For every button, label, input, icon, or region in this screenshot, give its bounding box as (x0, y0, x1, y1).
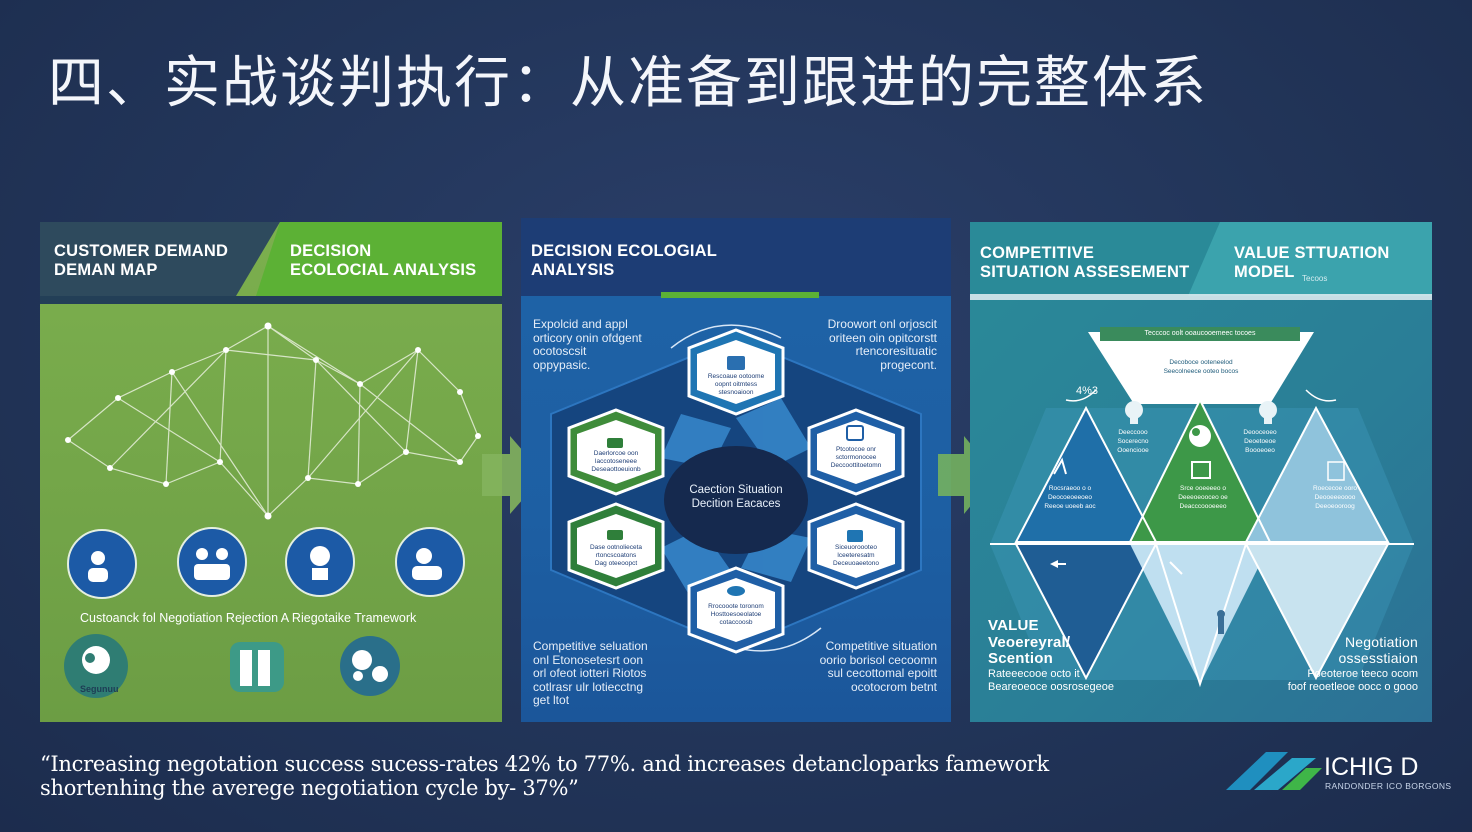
triangle-text-4: Srce ooeeeeo o Deeeoeooceo oe Deacccoooe… (1178, 485, 1228, 510)
framework-caption: Custoanck fol Negotiation Rejection A Ri… (80, 611, 417, 625)
center-situation-label: Caection Situation Decition Eacaces (689, 484, 783, 510)
results-quote: “Increasing negotation success sucess-ra… (40, 752, 1049, 800)
page-title: 四、实战谈判执行：从准备到跟进的完整体系 (48, 51, 1208, 116)
competitive-situation-header: COMPETITIVE SITUATION ASSESEMENT (980, 244, 1190, 281)
triangle-text-1: Deeccooo Socerecno Ooenciooe (1117, 429, 1149, 454)
hex-node-right-lower: Siceuoroooteo lceeteresatm Deceuoaeetono (833, 544, 879, 567)
triangle-text-3: Rocsraeoo o o Deocoeoeeoeo Reeoe uoeeb a… (1044, 485, 1096, 510)
customer-demand-panel: CUSTOMER DEMAND DEMAN MAP DECISION ECOLO… (40, 222, 502, 722)
funnel-bar-label: Tecccoc oolt ooaucooemeec tocoes (1144, 330, 1256, 337)
hex-node-right-upper: Ptcotocoe onr sctormonocee Deccoottitoet… (830, 446, 882, 469)
top-left-note: Expolcid and appl orticory onin ofdgent … (533, 317, 642, 372)
hex-node-left-lower: Dase ootnolieceta rtoncscoatons Dag otee… (589, 544, 643, 567)
competitive-situation-panel: COMPETITIVE SITUATION ASSESEMENT VALUE S… (970, 222, 1432, 722)
company-logo-icon (1226, 752, 1322, 790)
triangle-text-2: Deooceoeo Deoetoeoe Boooeoeo (1243, 429, 1277, 454)
top-right-note: Droowort onl orjoscit oriteen oin opitco… (827, 317, 937, 372)
customer-demand-graphic (40, 222, 502, 722)
bottom-right-note: Competitive situation oorio borisol ceco… (819, 639, 937, 694)
hex-node-left-upper: Daerlorcoe oon laccotoseneee Deseaottoeu… (591, 450, 641, 473)
decision-ecosystem-graphic (521, 218, 951, 654)
negotiation-sub-text: Poeoteroe teeco ocom foof reoetleoe oocc… (1287, 668, 1418, 693)
funnel-text: Decoboce ooteneelod Seecolneece ooteo bo… (1163, 359, 1239, 375)
customer-demand-header: CUSTOMER DEMAND DEMAN MAP (54, 242, 229, 279)
badge-label: Segunuu (80, 684, 119, 694)
hex-node-top: Rescoaue ootoome oopnt oitmtess stesnoai… (707, 373, 765, 396)
value-situation-graphic (970, 222, 1432, 688)
people-icon-row (67, 527, 465, 599)
value-situation-header: VALUE STTUATION MODEL (1234, 244, 1390, 281)
left-metric: 4%3 (1076, 385, 1099, 397)
bottom-left-note: Competitive seluation onl Etonosetesrt o… (533, 639, 648, 707)
triangle-text-5: Roececoe ooro Deooeeeoooo Deeoeooroog (1312, 485, 1358, 510)
value-model-tag: Tecoos (1302, 274, 1328, 283)
value-sub-text: Rateeecooe octo it Beareoeoce oosrosegeo… (988, 668, 1114, 693)
value-label: VALUE Veoereyral/ Scention (988, 617, 1071, 667)
logo-subtitle: RANDONDER ICO BORGONS (1325, 781, 1452, 791)
decision-ecological-panel: DECISION ECOLOGIAL ANALYSIS Expolcid and… (521, 218, 951, 722)
decision-ecological-title: DECISION ECOLOGIAL ANALYSIS (531, 242, 718, 279)
logo-name: ICHIG D (1324, 753, 1419, 781)
arrow-right-icon-2 (938, 436, 996, 514)
hex-node-bottom: Rrocooote toronom Hosttoesoeolatoe cotac… (708, 603, 764, 626)
negotiation-label: Negotiation ossesstiaion (1338, 634, 1418, 666)
arrow-right-icon (482, 436, 544, 514)
decision-ecological-header: DECISION ECOLOCIAL ANALYSIS (290, 242, 477, 279)
